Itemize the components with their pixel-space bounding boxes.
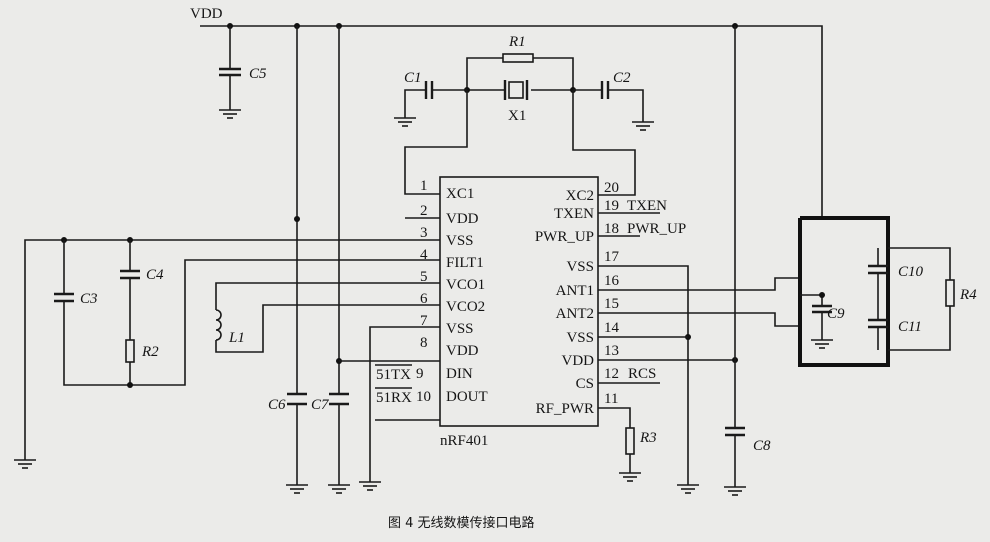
vdd-rail <box>200 25 823 218</box>
svg-text:CS: CS <box>576 376 594 392</box>
nrf401-chip <box>439 176 599 427</box>
svg-text:VSS: VSS <box>566 330 594 346</box>
svg-text:8: 8 <box>420 335 428 351</box>
net-51rx: 51RX <box>376 390 412 406</box>
svg-text:PWR_UP: PWR_UP <box>535 229 594 245</box>
svg-text:RCS: RCS <box>628 366 656 382</box>
svg-text:R3: R3 <box>639 430 657 446</box>
chip-name: nRF401 <box>440 433 488 449</box>
svg-text:C3: C3 <box>80 291 98 307</box>
svg-text:XC2: XC2 <box>566 188 594 204</box>
inductor-l1: L1 <box>215 282 440 353</box>
capacitor-c5: C5 <box>218 26 267 119</box>
svg-text:9: 9 <box>416 366 424 382</box>
svg-text:VSS: VSS <box>446 321 474 337</box>
svg-text:TXEN: TXEN <box>627 198 667 214</box>
svg-text:7: 7 <box>420 313 428 329</box>
svg-text:C10: C10 <box>898 264 924 280</box>
svg-text:VCO1: VCO1 <box>446 277 485 293</box>
svg-text:DIN: DIN <box>446 366 473 382</box>
svg-text:C8: C8 <box>753 438 771 454</box>
antenna-network: C9 C10 C11 R4 <box>598 216 977 367</box>
svg-text:6: 6 <box>420 291 428 307</box>
svg-text:19: 19 <box>604 198 619 214</box>
resistor-r3: R3 <box>598 407 657 482</box>
vdd-label: VDD <box>190 6 223 22</box>
svg-text:17: 17 <box>604 249 620 265</box>
svg-text:C4: C4 <box>146 267 164 283</box>
svg-text:R2: R2 <box>141 344 159 360</box>
svg-text:L1: L1 <box>228 330 245 346</box>
svg-text:C1: C1 <box>404 70 422 86</box>
svg-text:11: 11 <box>604 391 618 407</box>
capacitor-c6: C6 <box>268 392 309 494</box>
svg-text:XC1: XC1 <box>446 186 474 202</box>
svg-text:13: 13 <box>604 343 619 359</box>
svg-text:14: 14 <box>604 320 620 336</box>
svg-text:20: 20 <box>604 180 619 196</box>
svg-text:ANT1: ANT1 <box>556 283 594 299</box>
svg-text:C9: C9 <box>827 306 845 322</box>
svg-text:2: 2 <box>420 203 428 219</box>
svg-text:VCO2: VCO2 <box>446 299 485 315</box>
crystal-network: R1 X1 C1 C2 <box>393 34 655 196</box>
svg-text:DOUT: DOUT <box>446 389 488 405</box>
svg-text:18: 18 <box>604 221 619 237</box>
svg-text:VDD: VDD <box>446 211 479 227</box>
svg-text:PWR_UP: PWR_UP <box>627 221 686 237</box>
svg-text:R1: R1 <box>508 34 526 50</box>
svg-text:TXEN: TXEN <box>554 206 594 222</box>
svg-text:FILT1: FILT1 <box>446 255 484 271</box>
figure-caption: 图 4 无线数模传接口电路 <box>388 515 535 531</box>
svg-text:3: 3 <box>420 225 428 241</box>
svg-text:R4: R4 <box>959 287 977 303</box>
svg-text:15: 15 <box>604 296 619 312</box>
svg-text:C7: C7 <box>311 397 330 413</box>
capacitor-c7: C7 <box>311 392 351 494</box>
svg-text:1: 1 <box>420 178 428 194</box>
svg-text:C5: C5 <box>249 66 267 82</box>
svg-text:5: 5 <box>420 269 428 285</box>
svg-text:10: 10 <box>416 389 431 405</box>
svg-text:VSS: VSS <box>566 259 594 275</box>
svg-text:ANT2: ANT2 <box>556 306 594 322</box>
svg-text:RF_PWR: RF_PWR <box>536 401 594 417</box>
filter-network: C3 C4 R2 <box>13 237 440 469</box>
svg-text:X1: X1 <box>508 108 526 124</box>
svg-text:16: 16 <box>604 273 620 289</box>
svg-text:VDD: VDD <box>562 353 595 369</box>
svg-text:C11: C11 <box>898 319 922 335</box>
svg-text:VSS: VSS <box>446 233 474 249</box>
capacitor-c8: C8 <box>723 26 771 496</box>
svg-text:VDD: VDD <box>446 343 479 359</box>
svg-text:C6: C6 <box>268 397 286 413</box>
svg-text:C2: C2 <box>613 70 631 86</box>
svg-text:12: 12 <box>604 366 619 382</box>
svg-text:4: 4 <box>420 247 428 263</box>
net-51tx: 51TX <box>376 367 411 383</box>
